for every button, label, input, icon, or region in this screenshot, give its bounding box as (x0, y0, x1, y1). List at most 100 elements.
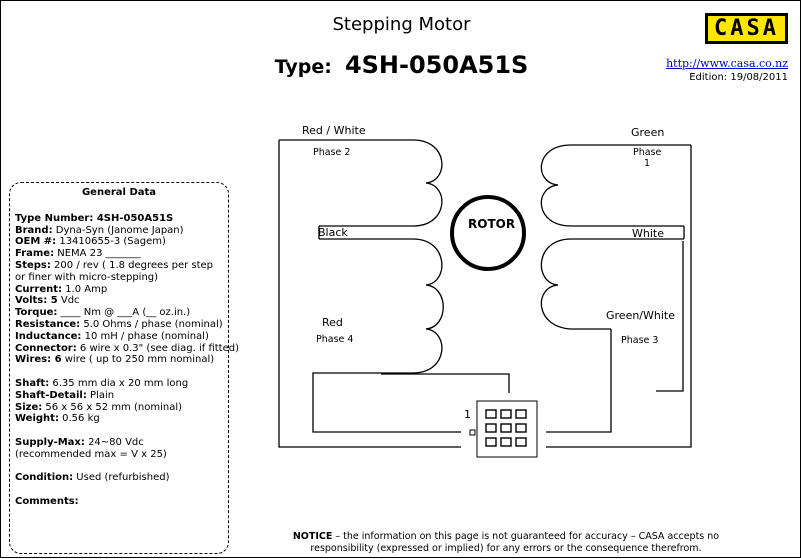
connector-key (469, 429, 476, 436)
left-outer-wire (278, 140, 461, 448)
general-row: Wires: 6 wire ( up to 250 mm nominal) (15, 354, 223, 366)
general-row-label: Size: (15, 401, 43, 413)
rotor-label: ROTOR (468, 217, 516, 231)
black-lead (381, 373, 510, 393)
general-row-value: Used (refurbished) (73, 472, 170, 484)
right-bottom-winding (540, 238, 684, 330)
label-black: Black (318, 226, 348, 239)
general-row-value: 6 wire ( up to 250 mm nominal) (51, 354, 215, 366)
general-row-label: Condition: (15, 472, 74, 484)
general-row-label: Type Number: (15, 212, 94, 224)
white-lead (656, 241, 684, 392)
general-row-value: 6 wire x 0.3" (see diag. if fitted) (76, 342, 240, 354)
general-row-label: Comments: (15, 495, 79, 507)
general-row-value: 10 mH / phase (nominal) (81, 330, 209, 342)
general-row: OEM #: 13410655-3 (Sagem) (15, 236, 223, 248)
general-row-label: Shaft-Detail: (15, 389, 87, 401)
left-top-winding (279, 139, 443, 227)
general-row: Weight: 0.56 kg (15, 413, 223, 425)
connector-pin (515, 409, 527, 419)
general-row: Steps: 200 / rev ( 1.8 degrees per step … (15, 260, 223, 284)
general-row-label: Current: (15, 283, 63, 295)
general-row-value: ____ Nm @ ___A (__ oz.in.) (57, 307, 191, 319)
general-row-value: 4SH-050A51S (93, 212, 174, 224)
connector-pin (515, 437, 527, 447)
general-row-value: 56 x 56 x 52 mm (nominal) (42, 401, 182, 413)
general-row: Type Number: 4SH-050A51S (15, 213, 223, 225)
label-green: Green (631, 126, 665, 139)
type-value: 4SH-050A51S (344, 51, 529, 79)
connector-pin (485, 437, 497, 447)
connector-pin (500, 423, 512, 433)
general-row-label: Connector: (15, 342, 77, 354)
general-row-label: Volts: (15, 295, 48, 307)
general-row-value: 24~80 Vdc (recommended max = V x 25) (15, 436, 167, 460)
general-row-value: 6.35 mm dia x 20 mm long (49, 377, 189, 389)
general-row: Current: 1.0 Amp (15, 284, 223, 296)
general-row: Connector: 6 wire x 0.3" (see diag. if f… (15, 342, 239, 355)
general-row-value: Plain (86, 389, 115, 401)
right-outer-wire (546, 145, 692, 448)
general-row-label: Supply-Max: (15, 436, 85, 448)
general-row: Shaft-Detail: Plain (15, 390, 223, 402)
right-top-winding (540, 144, 691, 227)
general-data-title: General Data (81, 187, 157, 198)
website-link[interactable]: http://www.casa.co.nz (666, 57, 788, 70)
logo-text: CASA (708, 16, 785, 41)
green-white-lead (546, 329, 612, 433)
label-phase-3: Phase 3 (621, 335, 659, 346)
general-row-value: NEMA 23 _______ (54, 248, 141, 260)
type-label: Type: (274, 56, 332, 78)
general-row-label: Shaft: (15, 377, 50, 389)
general-row-value: 5 Vdc (47, 295, 80, 307)
connector-body (476, 400, 538, 458)
general-row: Resistance: 5.0 Ohms / phase (nominal) (15, 319, 223, 331)
general-row-label: Torque: (15, 307, 58, 319)
connector-pin (515, 423, 527, 433)
general-row-label: Brand: (15, 224, 53, 236)
general-row-value: 200 / rev ( 1.8 degrees per step or fine… (15, 259, 214, 283)
label-red-white: Red / White (302, 124, 366, 137)
label-phase-1: Phase 1 (633, 147, 661, 169)
general-row: Shaft: 6.35 mm dia x 20 mm long (15, 378, 223, 390)
edition-date: Edition: 19/08/2011 (689, 72, 788, 83)
general-row-label: OEM #: (15, 236, 57, 248)
page-title: Stepping Motor (332, 14, 471, 35)
general-row-label: Resistance: (15, 318, 81, 330)
general-row-label: Frame: (15, 248, 55, 260)
general-row-label: Weight: (15, 413, 59, 425)
general-row-label: Wires: (15, 354, 52, 366)
general-row-value: 5.0 Ohms / phase (nominal) (80, 318, 223, 330)
type-line: Type: 4SH-050A51S (1, 51, 801, 79)
general-row: Inductance: 10 mH / phase (nominal) (15, 331, 223, 343)
notice-body: – the information on this page is not gu… (310, 531, 720, 554)
connector-pin (485, 409, 497, 419)
general-row: Condition: Used (refurbished) (15, 472, 223, 484)
connector-pin-1-label: 1 (464, 408, 471, 421)
label-red: Red (322, 316, 343, 329)
label-phase-2: Phase 2 (313, 147, 351, 158)
general-row-value: 0.56 kg (58, 413, 100, 425)
notice-bold: NOTICE (292, 531, 333, 542)
label-green-white: Green/White (606, 309, 676, 322)
connector-pin (500, 437, 512, 447)
general-row-label: Inductance: (15, 330, 82, 342)
connector-pin (500, 409, 512, 419)
general-row-value: 1.0 Amp (62, 283, 108, 295)
general-row: Torque: ____ Nm @ ___A (__ oz.in.) (15, 307, 223, 319)
casa-logo: CASA (705, 13, 788, 44)
general-row-value: 13410655-3 (Sagem) (56, 236, 166, 248)
general-row: Volts: 5 Vdc (15, 295, 223, 307)
rotor-circle (450, 195, 526, 271)
general-row-value: Dyna-Syn (Janome Japan) (52, 224, 184, 236)
label-white: White (632, 227, 664, 240)
label-phase-4: Phase 4 (316, 334, 354, 345)
general-row: Supply-Max: 24~80 Vdc (recommended max =… (15, 437, 223, 461)
general-row-label: Steps: (15, 259, 51, 271)
general-row: Size: 56 x 56 x 52 mm (nominal) (15, 402, 223, 414)
label-phase-1-num: 1 (643, 158, 651, 169)
